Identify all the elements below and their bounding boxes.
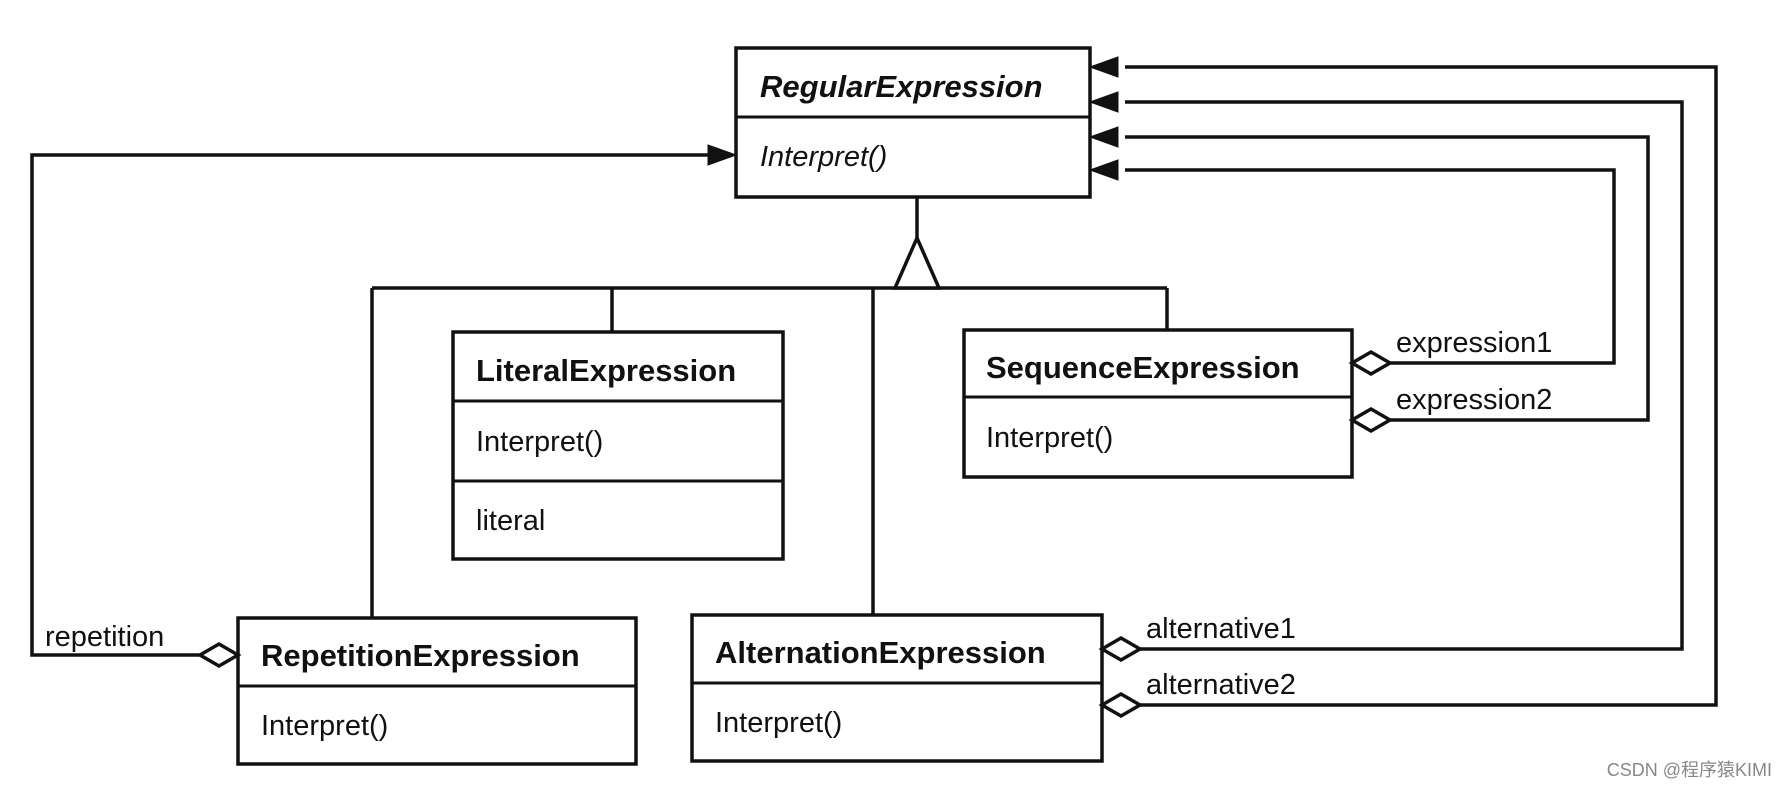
expression1-association-line: [1125, 168, 1616, 365]
literal-expression-name: LiteralExpression: [476, 353, 736, 388]
alternative2-association-line: [1125, 65, 1718, 707]
repetition-expression-name: RepetitionExpression: [261, 638, 580, 673]
aggregation-diamonds: [196, 349, 1394, 719]
sequence-expression-interpret: Interpret(): [986, 422, 1113, 454]
class-sequence-expression: SequenceExpression Interpret(): [962, 328, 1354, 479]
sequence-expression-name: SequenceExpression: [986, 350, 1300, 385]
arrowhead-expression1: [1088, 159, 1119, 181]
alternation-expression-name: AlternationExpression: [715, 635, 1046, 670]
arrowhead-expression2: [1088, 126, 1119, 148]
class-literal-expression: LiteralExpression Interpret() literal: [451, 330, 785, 561]
literal-expression-attribute: literal: [476, 505, 545, 537]
role-label-expression1: expression1: [1396, 327, 1552, 359]
diamond-expression1: [1348, 349, 1394, 377]
expression2-association-line: [1125, 135, 1650, 422]
association-lines: [30, 65, 1718, 707]
diamond-alternative2: [1098, 691, 1144, 719]
regular-expression-name: RegularExpression: [760, 69, 1043, 104]
inheritance-triangle: [892, 233, 942, 290]
role-label-alternative1: alternative1: [1146, 613, 1296, 645]
class-regular-expression: RegularExpression Interpret(): [734, 46, 1092, 199]
repetition-association-line: [30, 153, 710, 657]
class-repetition-expression: RepetitionExpression Interpret(): [236, 616, 638, 766]
literal-expression-interpret: Interpret(): [476, 426, 603, 458]
repetition-expression-interpret: Interpret(): [261, 710, 388, 742]
diamond-alternative1: [1098, 635, 1144, 663]
watermark-text: CSDN @程序猿KIMI: [1607, 760, 1772, 780]
inheritance-lines: [370, 197, 1169, 618]
diamond-expression2: [1348, 406, 1394, 434]
role-label-alternative2: alternative2: [1146, 669, 1296, 701]
arrowhead-repetition: [707, 144, 738, 166]
arrowhead-alternative1: [1088, 91, 1119, 113]
class-alternation-expression: AlternationExpression Interpret(): [690, 613, 1104, 763]
role-label-expression2: expression2: [1396, 384, 1552, 416]
arrowhead-alternative2: [1088, 56, 1119, 78]
regular-expression-interpret: Interpret(): [760, 141, 887, 173]
alternation-expression-interpret: Interpret(): [715, 707, 842, 739]
diamond-repetition: [196, 641, 242, 669]
association-arrowheads: [707, 56, 1119, 181]
role-labels: expression1 expression2 alternative1 alt…: [45, 327, 1552, 701]
alternative1-association-line: [1125, 100, 1684, 651]
role-label-repetition: repetition: [45, 621, 164, 653]
